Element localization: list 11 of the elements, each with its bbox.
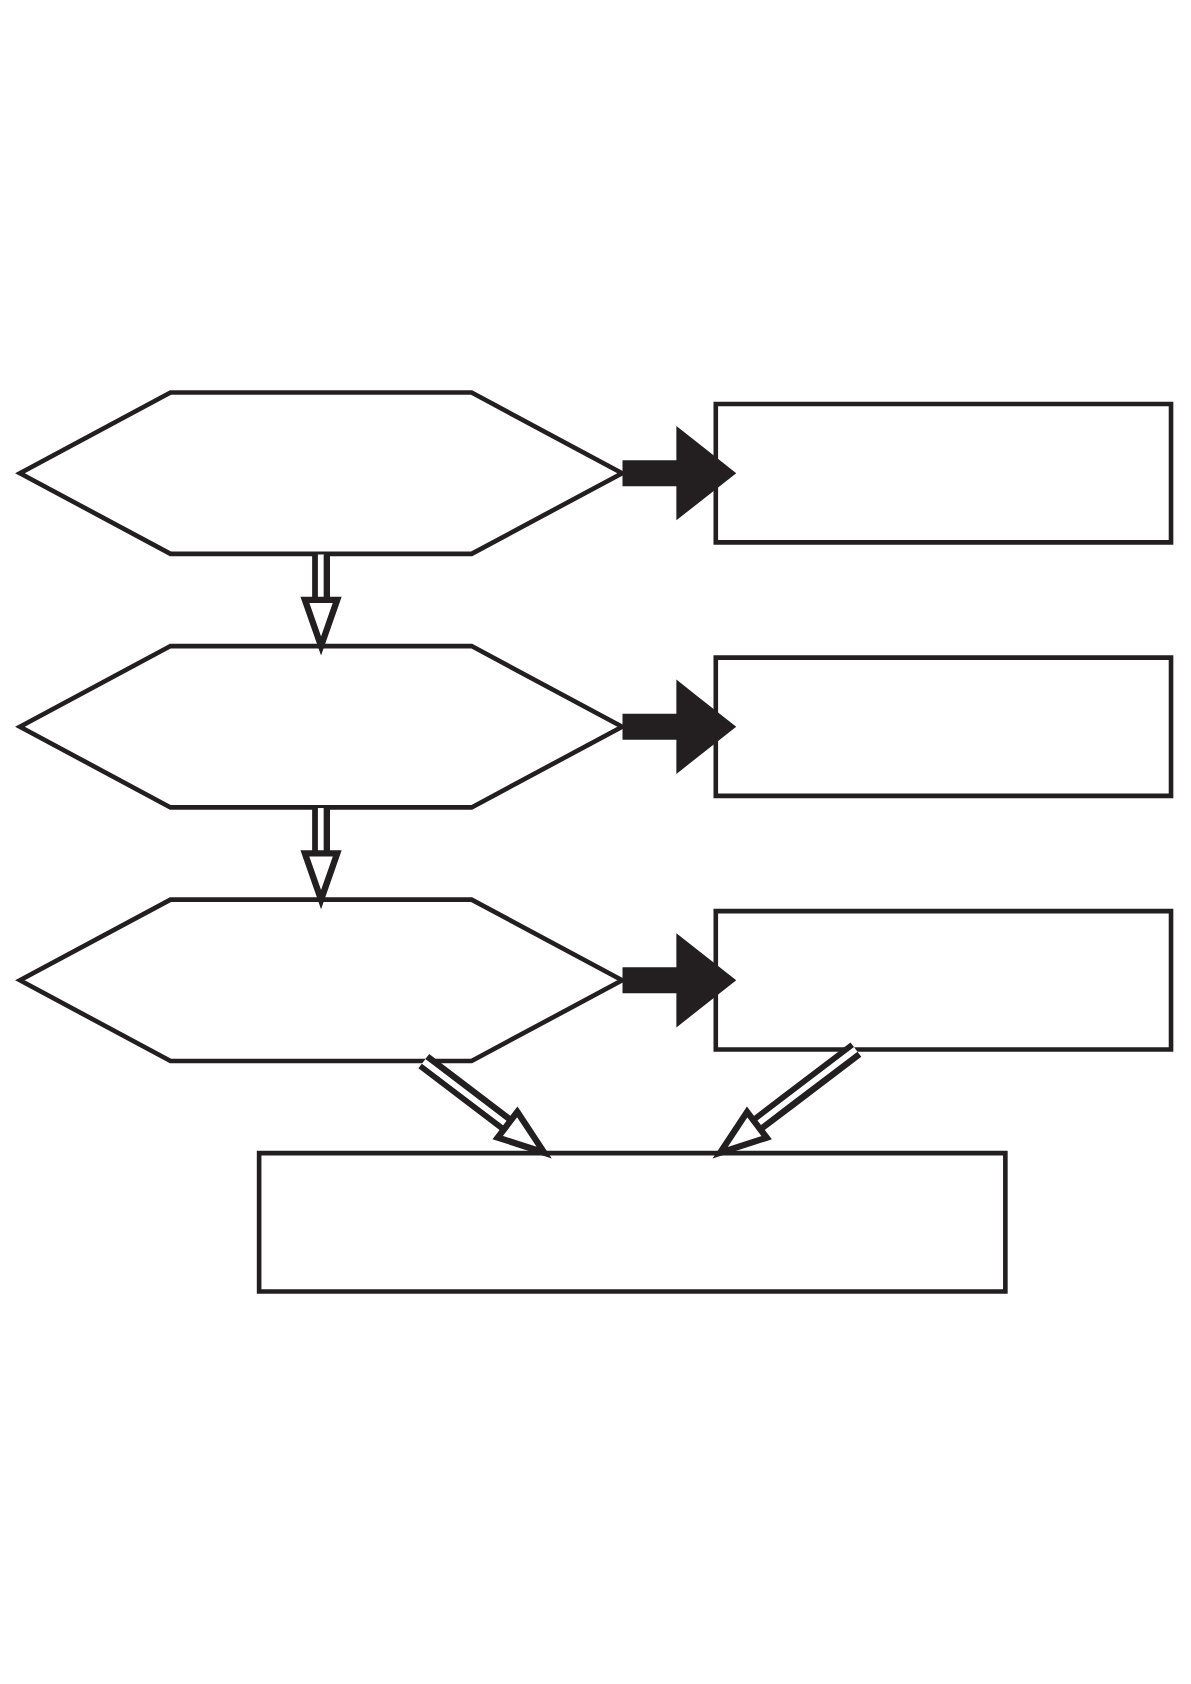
arrow <box>418 1054 552 1159</box>
arrow <box>712 1042 862 1159</box>
node-box <box>713 401 1174 545</box>
node-box <box>713 655 1174 799</box>
arrow <box>622 679 737 774</box>
arrow <box>622 426 737 521</box>
node-box <box>256 1150 1008 1294</box>
node-box <box>713 908 1174 1052</box>
arrow <box>300 808 342 910</box>
arrow <box>300 554 342 656</box>
arrow <box>622 933 737 1028</box>
